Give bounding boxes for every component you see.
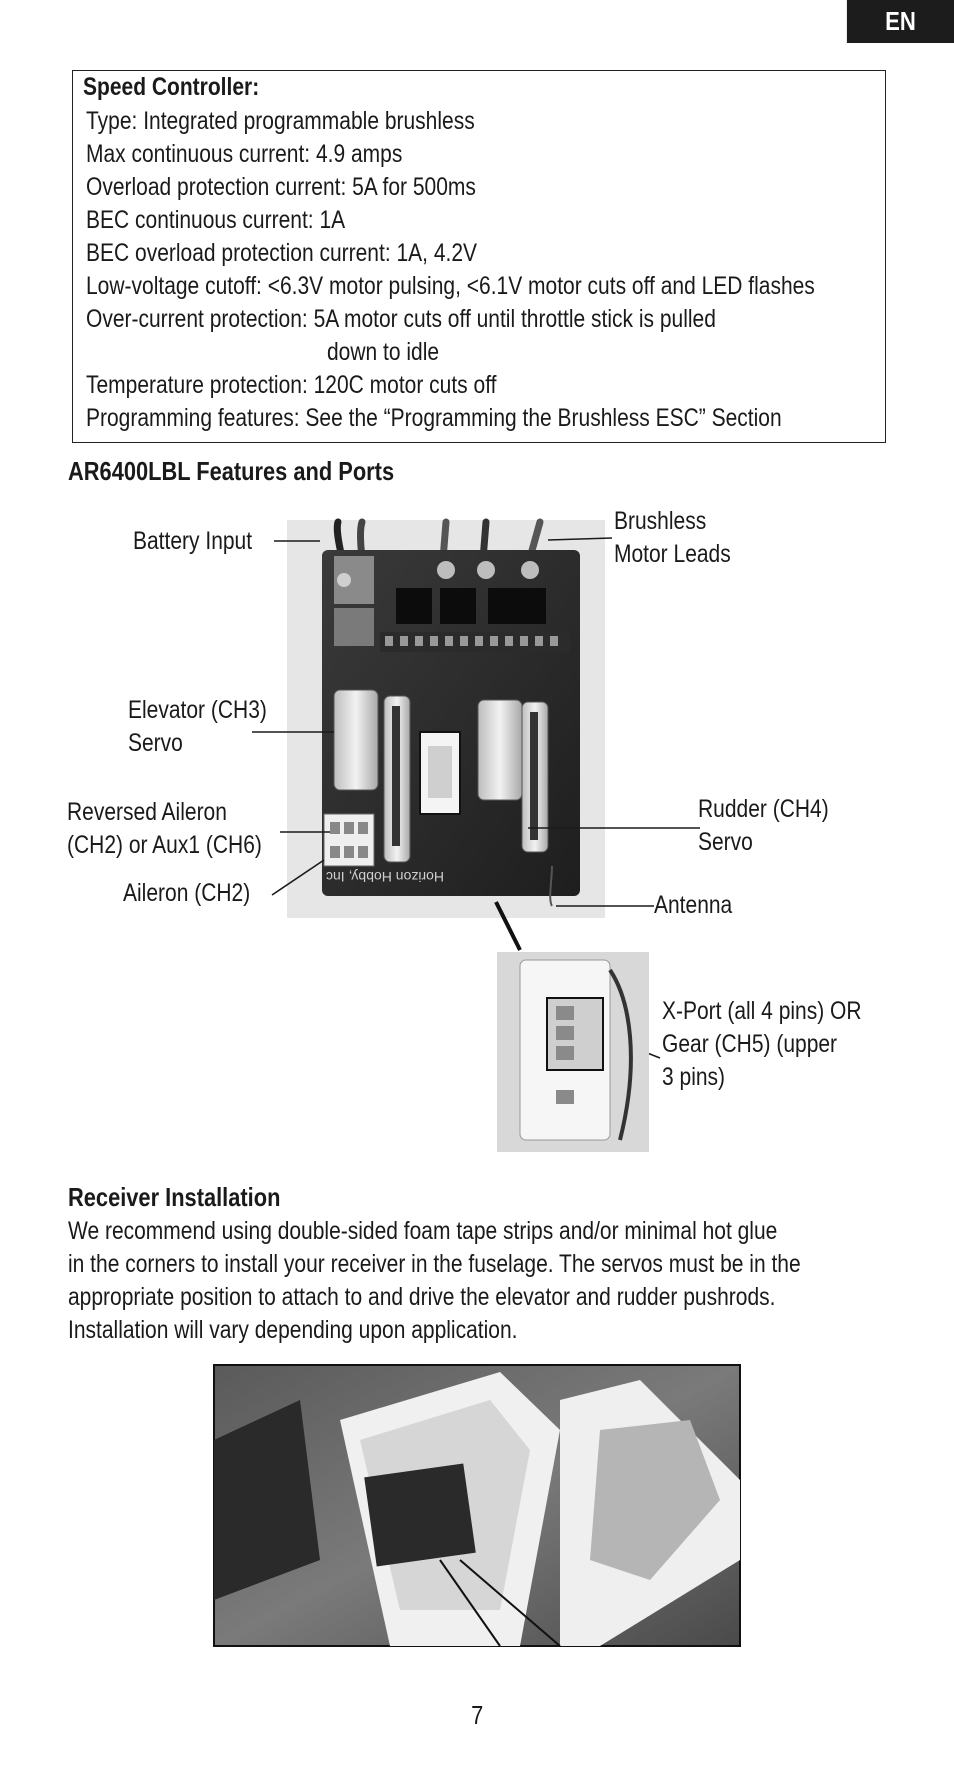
solder-pad (337, 573, 351, 587)
board-marking: Horizon Hobby, Inc (326, 869, 444, 885)
receiver-installation-heading: Receiver Installation (68, 1182, 281, 1212)
spec-line: Type: Integrated programmable brushless (86, 107, 475, 135)
speed-controller-box: Speed Controller: Type: Integrated progr… (72, 70, 886, 443)
rudder-servo (477, 699, 549, 853)
language-tab: EN (846, 0, 954, 43)
spec-line: BEC continuous current: 1A (86, 206, 346, 234)
xport-label: X-Port (all 4 pins) OR (662, 997, 862, 1025)
chip (396, 588, 432, 624)
elevator-label: Elevator (CH3) (128, 696, 267, 724)
chip (440, 588, 476, 624)
elevator-servo-label: Servo (128, 729, 183, 757)
body-line: appropriate position to attach to and dr… (68, 1283, 776, 1311)
motor-leads-label: Motor Leads (614, 540, 731, 568)
aileron-label: Aileron (CH2) (123, 879, 251, 907)
brushless-label: Brushless (614, 507, 707, 535)
spec-line: Programming features: See the “Programmi… (86, 404, 782, 432)
xport-pins-label: 3 pins) (662, 1063, 726, 1091)
body-line: in the corners to install your receiver … (68, 1250, 801, 1278)
body-line: Installation will vary depending upon ap… (68, 1316, 518, 1344)
zoom-pointer (494, 901, 522, 951)
spec-line: Overload protection current: 5A for 500m… (86, 173, 476, 201)
aileron-connectors (323, 813, 375, 867)
elevator-servo (333, 689, 411, 863)
antenna-wire (549, 865, 553, 907)
spec-line: Temperature protection: 120C motor cuts … (86, 371, 497, 399)
speed-controller-title: Speed Controller: (83, 73, 260, 101)
installation-photo (213, 1364, 741, 1647)
chip (488, 588, 546, 624)
xport-zoom-inset (497, 952, 649, 1152)
body-line: We recommend using double-sided foam tap… (68, 1217, 778, 1245)
reversed-aileron-label: Reversed Aileron (67, 798, 227, 826)
spec-line: BEC overload protection current: 1A, 4.2… (86, 239, 478, 267)
spec-line: Over-current protection: 5A motor cuts o… (86, 305, 716, 333)
rudder-servo-label: Servo (698, 828, 753, 856)
page-number: 7 (470, 1700, 484, 1730)
rudder-label: Rudder (CH4) (698, 795, 829, 823)
spec-line: Max continuous current: 4.9 amps (86, 140, 403, 168)
spec-line: Low-voltage cutoff: <6.3V motor pulsing,… (86, 272, 815, 300)
solder-pad (477, 561, 495, 579)
reversed-aileron-channel-label: (CH2) or Aux1 (CH6) (67, 831, 262, 859)
leader-lines (252, 537, 700, 1059)
solder-pad (521, 561, 539, 579)
xport-gear-label: Gear (CH5) (upper (662, 1030, 838, 1058)
solder-pad (437, 561, 455, 579)
battery-input-label: Battery Input (133, 527, 253, 555)
spec-line: down to idle (327, 338, 440, 366)
antenna-label: Antenna (654, 891, 733, 919)
features-heading: AR6400LBL Features and Ports (68, 456, 395, 486)
capacitor (334, 608, 374, 646)
